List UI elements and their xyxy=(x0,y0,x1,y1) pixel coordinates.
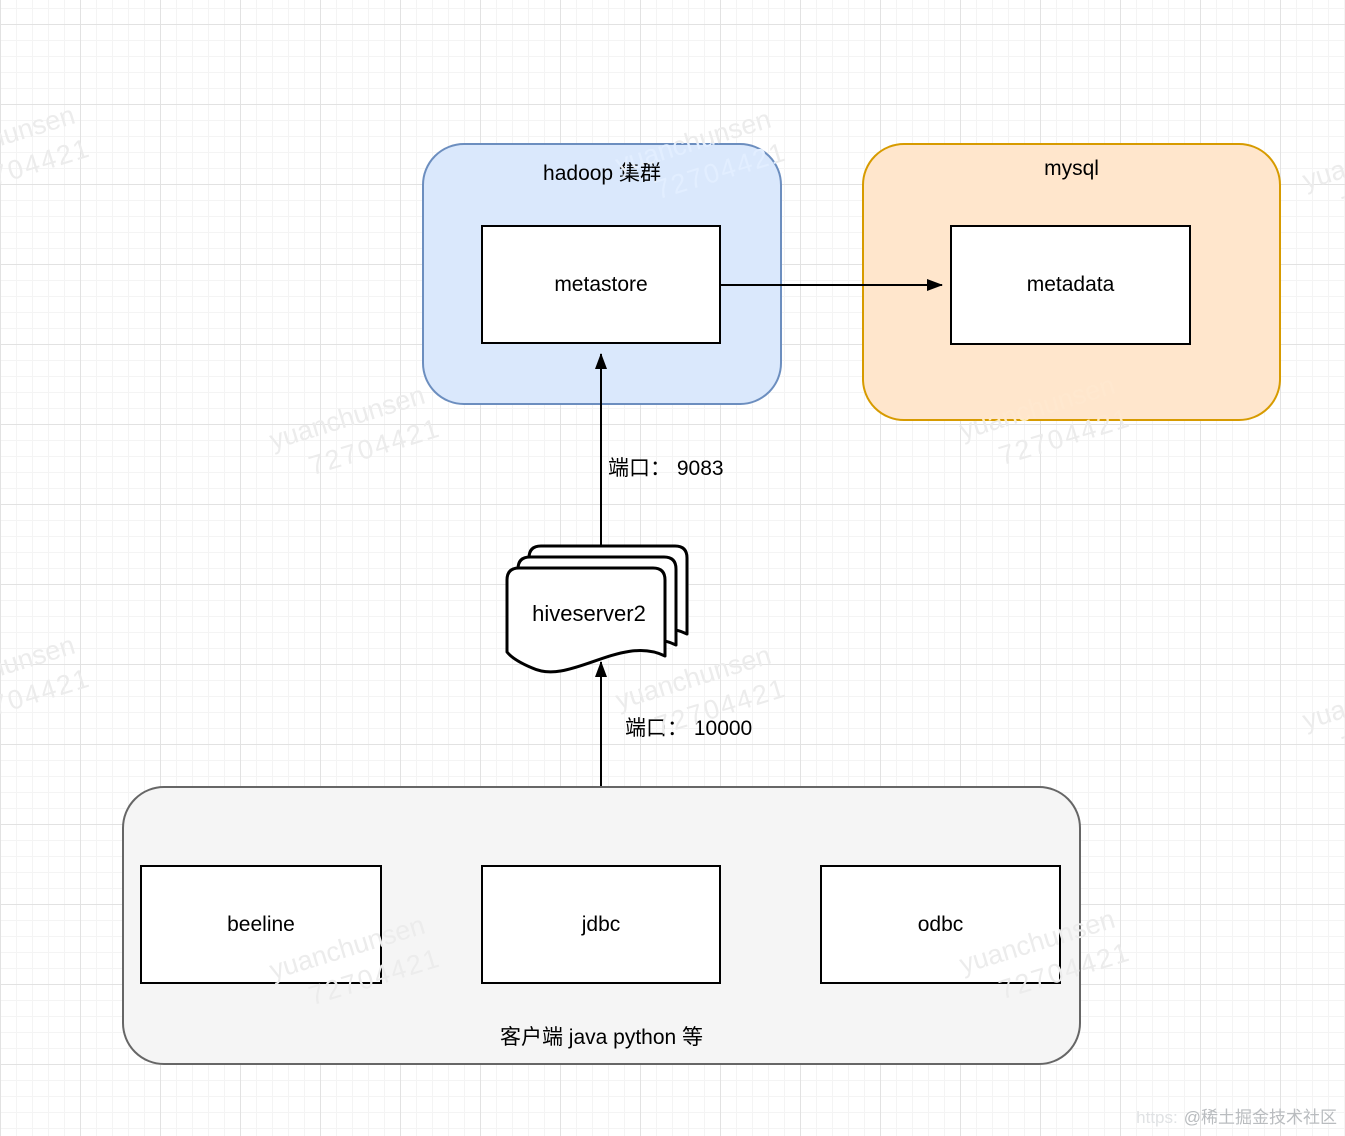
metadata-label: metadata xyxy=(1026,273,1115,296)
mysql-title: mysql xyxy=(1044,157,1099,180)
port-9083-label: 端口： 9083 xyxy=(608,457,724,480)
beeline-label: beeline xyxy=(227,912,295,936)
watermark-userid: 72704421 xyxy=(0,662,95,732)
watermark-username: yuanchunsen xyxy=(1298,659,1345,736)
jdbc-label: jdbc xyxy=(581,912,621,936)
hiveserver2-document-stack xyxy=(505,544,689,674)
odbc-node: odbc xyxy=(820,865,1061,984)
watermark-userid: 72704421 xyxy=(0,132,95,202)
watermark-username: yuanchunsen xyxy=(0,629,79,706)
watermark-userid: 72704421 xyxy=(305,412,445,482)
juejin-watermark-url-fragment: https: xyxy=(1136,1108,1178,1127)
document-sheet xyxy=(505,566,667,674)
watermark-userid: 72704421 xyxy=(1338,692,1345,762)
watermark-username: yuanchunsen xyxy=(265,379,429,456)
metastore-label: metastore xyxy=(554,272,648,296)
port-10000-label: 端口： 10000 xyxy=(625,717,753,740)
jdbc-node: jdbc xyxy=(481,865,721,984)
watermark-username: yuanchunsen xyxy=(0,99,79,176)
metadata-node: metadata xyxy=(950,225,1191,345)
watermark-userid: 72704421 xyxy=(1338,152,1345,222)
odbc-label: odbc xyxy=(917,912,964,936)
juejin-watermark: https: @稀土掘金技术社区 xyxy=(1136,1103,1337,1128)
juejin-watermark-site: @稀土掘金技术社区 xyxy=(1183,1108,1337,1127)
beeline-node: beeline xyxy=(140,865,382,984)
hiveserver2-label: hiveserver2 xyxy=(532,601,646,626)
metastore-node: metastore xyxy=(481,225,721,344)
watermark-username: yuanchunsen xyxy=(1298,119,1345,196)
hadoop-cluster-title: hadoop 集群 xyxy=(543,162,661,185)
client-group-title: 客户端 java python 等 xyxy=(499,1026,704,1049)
